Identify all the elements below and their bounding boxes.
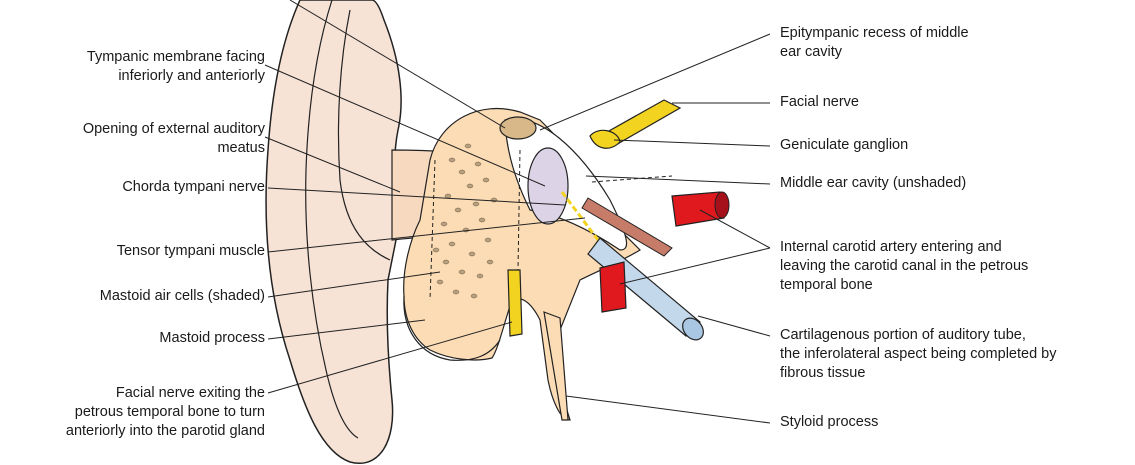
- label-line: Tympanic membrane facing: [87, 48, 265, 67]
- label-line: Mastoid air cells (shaded): [100, 287, 265, 306]
- label-line: Middle ear cavity (unshaded): [780, 174, 966, 193]
- label-internal-carotid: Internal carotid artery entering and lea…: [780, 238, 1028, 295]
- label-facial-nerve: Facial nerve: [780, 93, 859, 112]
- label-line: Chorda tympani nerve: [122, 178, 265, 197]
- label-middle-ear-cavity: Middle ear cavity (unshaded): [780, 174, 966, 193]
- label-line: Facial nerve: [780, 93, 859, 112]
- carotid-opening: [715, 192, 729, 218]
- label-line: temporal bone: [780, 276, 1028, 295]
- label-auditory-tube: Cartilagenous portion of auditory tube, …: [780, 326, 1056, 383]
- label-line: Cartilagenous portion of auditory tube,: [780, 326, 1056, 345]
- label-line: petrous temporal bone to turn: [66, 403, 265, 422]
- label-line: Opening of external auditory: [83, 120, 265, 139]
- label-styloid-process: Styloid process: [780, 413, 878, 432]
- label-facial-nerve-exit: Facial nerve exiting the petrous tempora…: [66, 384, 265, 441]
- label-line: Facial nerve exiting the: [66, 384, 265, 403]
- label-line: Internal carotid artery entering and: [780, 238, 1028, 257]
- label-mastoid-process: Mastoid process: [159, 329, 265, 348]
- epitympanic-recess: [500, 117, 536, 139]
- label-tensor-tympani: Tensor tympani muscle: [117, 242, 265, 261]
- label-line: Geniculate ganglion: [780, 136, 908, 155]
- label-line: leaving the carotid canal in the petrous: [780, 257, 1028, 276]
- label-line: inferiorly and anteriorly: [87, 67, 265, 86]
- label-line: ear cavity: [780, 43, 969, 62]
- label-line: fibrous tissue: [780, 364, 1056, 383]
- internal-carotid-lower: [600, 262, 626, 312]
- label-line: meatus: [83, 139, 265, 158]
- label-line: anteriorly into the parotid gland: [66, 422, 265, 441]
- label-line: Epitympanic recess of middle: [780, 24, 969, 43]
- label-chorda-tympani: Chorda tympani nerve: [122, 178, 265, 197]
- label-external-meatus: Opening of external auditory meatus: [83, 120, 265, 158]
- auricle: [266, 0, 401, 463]
- tympanic-membrane: [528, 148, 568, 224]
- label-geniculate-ganglion: Geniculate ganglion: [780, 136, 908, 155]
- label-mastoid-air-cells: Mastoid air cells (shaded): [100, 287, 265, 306]
- label-epitympanic-recess: Epitympanic recess of middle ear cavity: [780, 24, 969, 62]
- label-line: Styloid process: [780, 413, 878, 432]
- facial-nerve-lower: [508, 270, 522, 336]
- label-tympanic-membrane: Tympanic membrane facing inferiorly and …: [87, 48, 265, 86]
- label-line: the inferolateral aspect being completed…: [780, 345, 1056, 364]
- label-line: Tensor tympani muscle: [117, 242, 265, 261]
- label-line: Mastoid process: [159, 329, 265, 348]
